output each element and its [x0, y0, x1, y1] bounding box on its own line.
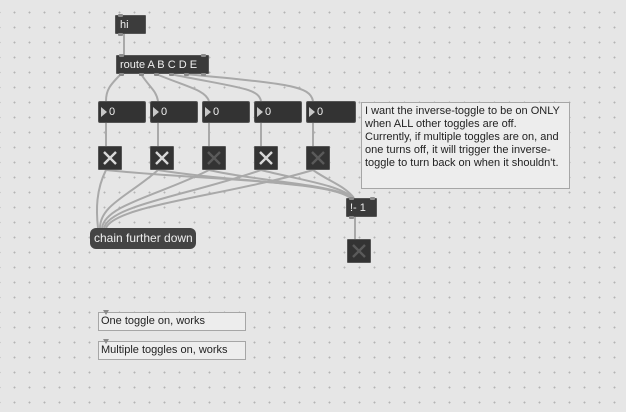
inverse-inlet-left[interactable]: [349, 197, 354, 200]
number-box-a-value: 0: [109, 106, 116, 118]
preset-comment-multiple-text: Multiple toggles on, works: [101, 344, 228, 356]
route-object-label: route A B C D E: [120, 59, 198, 71]
preset-comment-one-toggle[interactable]: One toggle on, works: [98, 310, 246, 331]
toggle-b[interactable]: [150, 146, 174, 170]
message-hi[interactable]: hi: [115, 14, 146, 36]
toggle-e[interactable]: [306, 146, 330, 170]
toggle-x-icon: [207, 151, 221, 165]
route-inlet-right[interactable]: [201, 54, 206, 57]
number-box-arrow-icon: [309, 107, 315, 117]
inverse-outlet[interactable]: [349, 216, 354, 219]
cord-group: [96, 33, 356, 318]
number-box-c-value: 0: [213, 106, 220, 118]
inverse-toggle[interactable]: [347, 239, 371, 263]
toggle-x-icon: [311, 151, 325, 165]
cord-t4-chain: [103, 169, 262, 229]
route-outlet-reject[interactable]: [201, 73, 206, 76]
explanation-comment-text: I want the inverse-toggle to be on ONLY …: [365, 105, 560, 169]
cord-t1-inverse: [105, 169, 351, 199]
cord-t5-inverse: [312, 169, 355, 199]
message-hi-label: hi: [120, 19, 129, 31]
number-box-e[interactable]: 0: [306, 101, 356, 123]
preset-knob-icon: [103, 339, 109, 344]
route-outlet-d[interactable]: [169, 73, 174, 76]
toggle-a[interactable]: [98, 146, 122, 170]
inverse-object-label: !- 1: [350, 202, 366, 214]
inverse-inlet-right[interactable]: [370, 197, 375, 200]
number-box-e-value: 0: [317, 106, 324, 118]
cord-t4-inverse: [260, 169, 354, 199]
cord-t5-chain: [105, 169, 314, 229]
cord-t2-chain: [99, 169, 159, 229]
explanation-comment: I want the inverse-toggle to be on ONLY …: [361, 102, 570, 189]
number-box-d[interactable]: 0: [254, 101, 302, 123]
number-box-b[interactable]: 0: [150, 101, 198, 123]
route-outlet-e[interactable]: [184, 73, 189, 76]
message-hi-inlet[interactable]: [118, 14, 123, 17]
cord-route-num4: [169, 73, 262, 102]
cord-t2-inverse: [157, 169, 352, 199]
route-outlet-a[interactable]: [119, 73, 124, 76]
cord-t3-inverse: [208, 169, 353, 199]
route-object[interactable]: route A B C D E: [116, 54, 209, 76]
number-box-arrow-icon: [257, 107, 263, 117]
cord-route-num3: [155, 73, 210, 102]
chain-further-down-bubble[interactable]: chain further down: [90, 228, 196, 249]
number-box-arrow-icon: [153, 107, 159, 117]
toggle-x-icon: [155, 151, 169, 165]
preset-knob-icon: [103, 310, 109, 315]
cord-route-num5: [184, 73, 314, 102]
message-hi-outlet[interactable]: [118, 33, 123, 36]
route-inlet-left[interactable]: [119, 54, 124, 57]
route-outlet-b[interactable]: [139, 73, 144, 76]
cord-route-num1: [105, 73, 122, 102]
cord-t3-chain: [101, 169, 210, 229]
inverse-object[interactable]: !- 1: [346, 197, 377, 219]
chain-bubble-label: chain further down: [94, 231, 193, 245]
toggle-x-icon: [352, 244, 366, 258]
toggle-x-icon: [259, 151, 273, 165]
cord-route-num2: [140, 73, 159, 102]
number-box-a[interactable]: 0: [98, 101, 146, 123]
number-box-c[interactable]: 0: [202, 101, 250, 123]
number-box-d-value: 0: [265, 106, 272, 118]
toggle-c[interactable]: [202, 146, 226, 170]
preset-comment-one-text: One toggle on, works: [101, 315, 205, 327]
toggle-x-icon: [103, 151, 117, 165]
number-box-arrow-icon: [205, 107, 211, 117]
preset-comment-multiple-toggles[interactable]: Multiple toggles on, works: [98, 339, 246, 360]
number-box-b-value: 0: [161, 106, 168, 118]
number-box-arrow-icon: [101, 107, 107, 117]
route-outlet-c[interactable]: [154, 73, 159, 76]
toggle-d[interactable]: [254, 146, 278, 170]
cord-t1-chain: [96, 169, 107, 229]
